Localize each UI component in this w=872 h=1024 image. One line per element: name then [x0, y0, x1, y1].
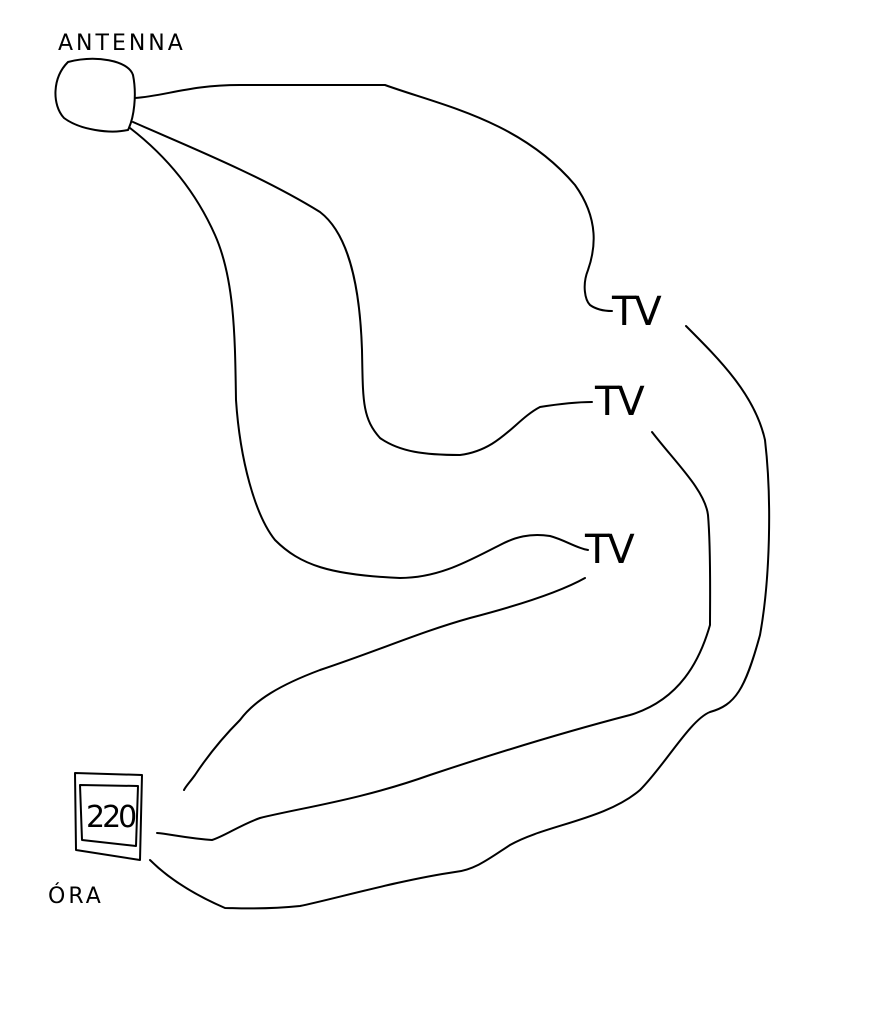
power-outlet: 220 ÓRA — [48, 772, 143, 909]
tv-2: TV — [594, 379, 647, 425]
cable-antenna-tv-3 — [129, 127, 589, 579]
cable-tv-2-outlet — [156, 431, 712, 841]
outlet-inner-box — [79, 784, 139, 847]
tv-3: TV — [584, 527, 637, 573]
antenna-node — [54, 57, 136, 133]
outlet-box — [74, 772, 143, 861]
cable-antenna-tv-1 — [134, 84, 613, 312]
cable-antenna-tv-2 — [132, 121, 593, 456]
outlet-label: ÓRA — [48, 883, 104, 909]
antenna-label: ANTENNA — [58, 31, 186, 56]
tv-2-label: TV — [594, 379, 645, 425]
outlet-value: 220 — [86, 800, 136, 835]
tv-1: TV — [611, 289, 664, 335]
antenna-cables — [129, 84, 613, 579]
cable-tv-1-outlet — [149, 325, 771, 910]
antenna: ANTENNA — [54, 31, 186, 133]
cable-tv-3-outlet — [183, 577, 586, 791]
power-cables — [149, 325, 771, 910]
tv-1-label: TV — [611, 289, 662, 335]
tv-3-label: TV — [584, 527, 635, 573]
